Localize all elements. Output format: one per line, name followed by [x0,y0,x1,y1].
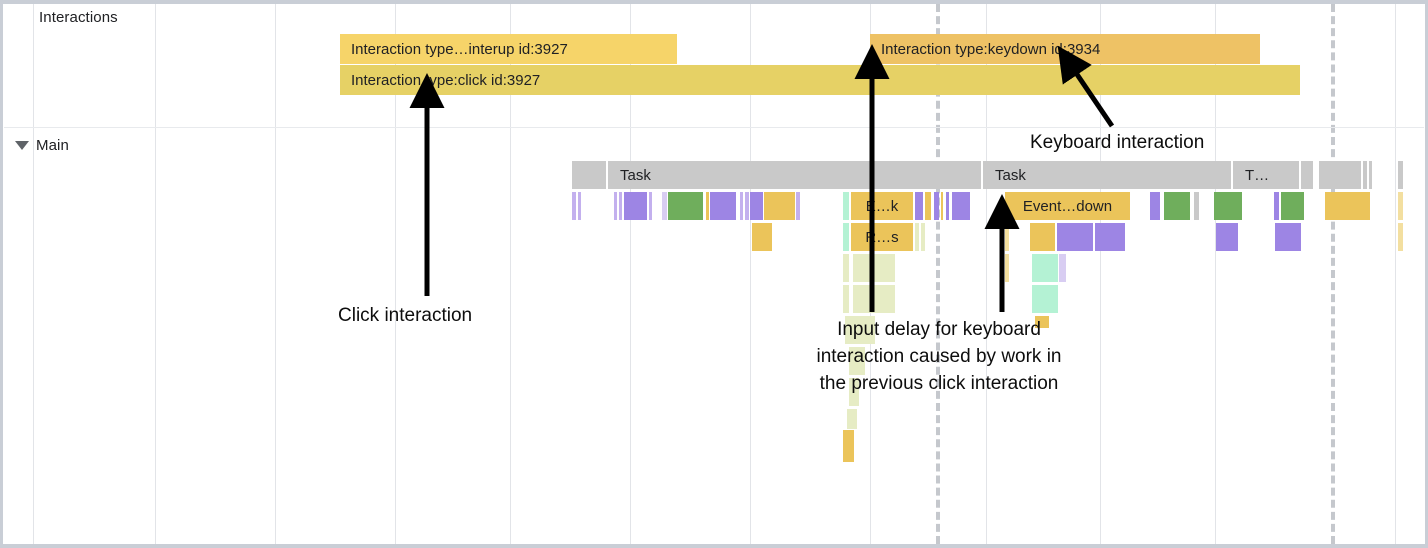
flame-block-row1-9[interactable] [710,192,736,220]
flame-block-deep_stack-3[interactable] [1032,285,1058,313]
flame-block-row1-20[interactable] [941,192,943,220]
flame-block-row1-19[interactable] [934,192,939,220]
annotation-click-interaction: Click interaction [338,305,473,326]
annotation-keyboard-interaction: Keyboard interaction [1030,132,1205,153]
flame-block-row1-25[interactable] [1164,192,1190,220]
flame-block-ek[interactable]: E…k [851,192,913,220]
flame-block-row1-4[interactable] [624,192,647,220]
gridline-2 [275,4,276,544]
panel-border-top [0,0,1428,4]
flame-block-row1-6[interactable] [662,192,667,220]
panel-border-right [1425,0,1428,548]
flame-block-row1-5[interactable] [649,192,652,220]
flame-block-deep_stack-5[interactable] [843,254,849,282]
flame-block-task_row-7[interactable] [1363,161,1367,189]
flame-block-row1-26[interactable] [1194,192,1199,220]
gridline-5 [630,4,631,544]
flame-block-row2-1[interactable] [843,223,849,251]
flame-block-row2-5[interactable] [1005,223,1009,251]
flame-block-deep_stack-9[interactable] [845,316,875,344]
flame-block-row1-10[interactable] [740,192,743,220]
flame-block-row1-18[interactable] [925,192,931,220]
interaction-keydown[interactable]: Interaction type:keydown id:3934 [870,34,1260,64]
flame-block-row1-8[interactable] [706,192,709,220]
gridline-9 [1100,4,1101,544]
flame-block-row1-17[interactable] [915,192,923,220]
flame-block-task[interactable]: Task [983,161,1231,189]
flame-block-row1-12[interactable] [750,192,763,220]
time-marker-1 [1331,4,1339,544]
flame-block-row1-15[interactable] [843,192,849,220]
flame-block-row2-9[interactable] [1216,223,1238,251]
flame-block-row2-3[interactable] [915,223,919,251]
flame-block-deep_stack-7[interactable] [843,285,849,313]
flame-block-row1-3[interactable] [619,192,622,220]
gridline-11 [1395,4,1396,544]
flame-block-task_row-5[interactable] [1301,161,1313,189]
interaction-click[interactable]: Interaction type:click id:3927 [340,65,1300,95]
flame-block-row2-10[interactable] [1275,223,1301,251]
annotation-input-delay: Input delay for keyboard interaction cau… [816,319,1062,394]
gridline-10 [1215,4,1216,544]
gridline-1 [155,4,156,544]
flame-block-rs[interactable]: R…s [851,223,913,251]
flame-block-row1-31[interactable] [1398,192,1403,220]
flame-block-eventdown[interactable]: Event…down [1005,192,1130,220]
flame-block-row1-11[interactable] [745,192,749,220]
flame-block-deep_stack-1[interactable] [1032,254,1058,282]
flame-block-task_row-6[interactable] [1319,161,1361,189]
interaction-pointerup[interactable]: Interaction type…interup id:3927 [340,34,677,64]
flame-block-row1-14[interactable] [796,192,800,220]
track-divider [4,127,1424,128]
flame-block-row2-8[interactable] [1095,223,1125,251]
flame-block-task_row-8[interactable] [1369,161,1372,189]
flame-block-row1-27[interactable] [1214,192,1242,220]
flame-block-deep_stack-2[interactable] [1059,254,1066,282]
flame-block-deep_stack-10[interactable] [849,347,865,375]
flame-block-row1-29[interactable] [1281,192,1304,220]
gridline-3 [395,4,396,544]
flame-block-task_row-2[interactable] [873,161,981,189]
flame-block-row1-2[interactable] [614,192,617,220]
panel-border-left [0,0,3,548]
flame-block-t[interactable]: T… [1233,161,1299,189]
flame-block-deep_stack-8[interactable] [853,285,895,313]
flame-block-row1-22[interactable] [952,192,970,220]
gridline-8 [986,4,987,544]
gridline-6 [750,4,751,544]
flame-block-row2-7[interactable] [1057,223,1093,251]
panel-border-bottom [0,544,1428,548]
flame-block-deep_stack-6[interactable] [853,254,895,282]
gridline-4 [510,4,511,544]
flame-block-task_row-0[interactable] [572,161,606,189]
flame-block-row1-21[interactable] [946,192,949,220]
flame-block-row2-4[interactable] [921,223,925,251]
flame-block-deep_stack-13[interactable] [843,430,854,462]
triangle-down-icon[interactable] [15,141,29,150]
flame-block-row1-7[interactable] [668,192,703,220]
flame-block-row1-0[interactable] [572,192,576,220]
track-label-interactions[interactable]: Interactions [39,9,118,26]
flame-block-task_row-9[interactable] [1398,161,1403,189]
flame-block-deep_stack-11[interactable] [849,378,859,406]
time-marker-0 [936,4,944,544]
flame-block-row2-6[interactable] [1030,223,1055,251]
flame-block-task[interactable]: Task [608,161,871,189]
flame-block-row1-28[interactable] [1274,192,1279,220]
track-label-main[interactable]: Main [36,137,69,154]
flame-block-deep_stack-0[interactable] [1005,254,1009,282]
flame-block-row1-30[interactable] [1325,192,1370,220]
flame-block-row1-24[interactable] [1150,192,1160,220]
flame-block-deep_stack-4[interactable] [1035,316,1049,328]
flame-block-row1-1[interactable] [578,192,581,220]
flame-block-deep_stack-12[interactable] [847,409,857,429]
flame-block-row2-0[interactable] [752,223,772,251]
gridline-0 [33,4,34,544]
flame-block-row1-13[interactable] [764,192,795,220]
flame-block-row2-11[interactable] [1398,223,1403,251]
